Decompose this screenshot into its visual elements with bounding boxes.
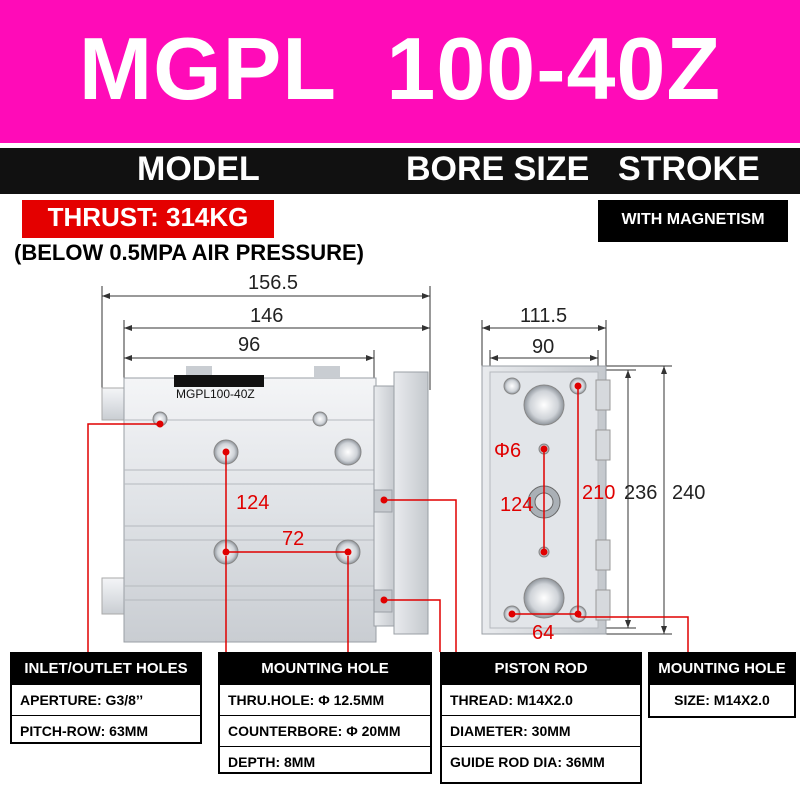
piston-thread: THREAD: M14X2.0 [442, 684, 640, 715]
dim-body: 146 [250, 305, 284, 327]
piston-diameter: DIAMETER: 30MM [442, 715, 640, 746]
dim-height-236: 236 [624, 482, 658, 504]
mounting-hole-size-box: MOUNTING HOLE SIZE: M14X2.0 [648, 652, 796, 718]
mounting-hole-size-title: MOUNTING HOLE [650, 654, 794, 684]
side-dim-arrows [102, 293, 430, 361]
title-banner: MGPL 100-40Z [0, 0, 800, 143]
bore-size-label: BORE SIZE [406, 150, 590, 188]
end-red-dots [508, 382, 582, 618]
thrust-text: THRUST: 314KG [47, 202, 249, 232]
mounting-thru-hole: THRU.HOLE: Φ 12.5MM [220, 684, 430, 715]
end-dim-arrows [482, 325, 667, 634]
side-view-body [101, 366, 429, 643]
piston-guide-rod: GUIDE ROD DIA: 36MM [442, 746, 640, 777]
piston-rod-title: PISTON ROD [442, 654, 640, 684]
dim-hole-vertical: 124 [236, 492, 270, 514]
mounting-hole-box: MOUNTING HOLE THRU.HOLE: Φ 12.5MM COUNTE… [218, 652, 432, 774]
dim-rod-spacing: 96 [238, 334, 261, 356]
inlet-outlet-title: INLET/OUTLET HOLES [12, 654, 200, 684]
inlet-outlet-box: INLET/OUTLET HOLES APERTURE: G3/8’’ PITC… [10, 652, 202, 744]
side-dimension-lines [101, 286, 431, 390]
thrust-badge: THRUST: 314KG [22, 200, 274, 238]
stroke-label: STROKE [618, 150, 760, 188]
side-red-dots [156, 420, 388, 604]
pressure-note: (BELOW 0.5MPA AIR PRESSURE) [14, 240, 364, 265]
mounting-counterbore: COUNTERBORE: Φ 20MM [220, 715, 430, 746]
model-title: MGPL 100-40Z [78, 19, 722, 118]
dim-end-width: 111.5 [520, 305, 568, 327]
dim-pitch-210: 210 [582, 482, 616, 504]
dim-end-inner-width: 90 [532, 336, 555, 358]
side-red-annotations [87, 423, 457, 652]
dim-hole-dia: Φ6 [494, 440, 522, 462]
mounting-hole-title: MOUNTING HOLE [220, 654, 430, 684]
dim-height-240: 240 [672, 482, 706, 504]
mounting-hole-size: SIZE: M14X2.0 [650, 684, 794, 715]
magnetism-text: WITH MAGNETISM [621, 211, 765, 228]
piston-rod-box: PISTON ROD THREAD: M14X2.0 DIAMETER: 30M… [440, 652, 642, 784]
dim-bottom-spacing: 64 [532, 622, 555, 644]
dim-overall: 156.5 [248, 272, 299, 294]
end-red-annotations [512, 386, 689, 652]
model-label: MODEL [137, 150, 260, 188]
dim-hole-horizontal: 72 [282, 528, 305, 550]
mounting-depth: DEPTH: 8MM [220, 746, 430, 777]
inlet-aperture: APERTURE: G3/8’’ [12, 684, 200, 715]
dim-end-center-vertical: 124 [500, 494, 534, 516]
inlet-pitch-row: PITCH-ROW: 63MM [12, 715, 200, 746]
label-bar: MODEL BORE SIZE STROKE [0, 148, 800, 194]
model-label-plate: MGPL100-40Z [176, 387, 255, 401]
magnetism-badge: WITH MAGNETISM [598, 200, 788, 242]
